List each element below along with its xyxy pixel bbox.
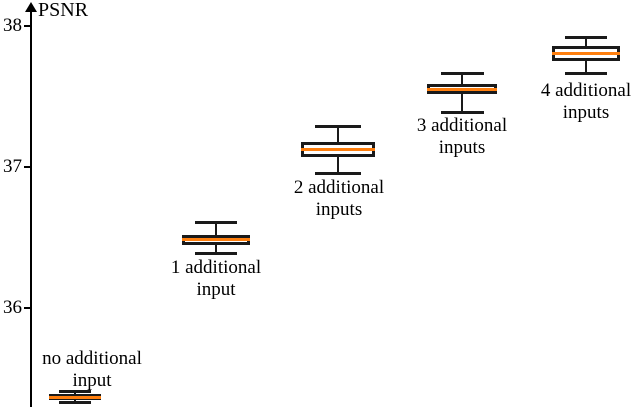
- lower-cap: [565, 71, 607, 75]
- upper-cap: [565, 36, 607, 40]
- lower-whisker: [461, 93, 463, 112]
- y-tick-label-36: 36: [3, 297, 22, 318]
- group-label-line1: 4 additional: [540, 80, 632, 101]
- y-tick-label-38: 38: [3, 15, 22, 36]
- median-line: [552, 51, 620, 55]
- upper-whisker: [585, 37, 587, 46]
- upper-cap: [59, 390, 91, 394]
- boxplot-3: [427, 0, 497, 407]
- upper-cap: [195, 220, 237, 224]
- median-line: [427, 88, 497, 92]
- lower-cap: [315, 171, 361, 175]
- lower-cap: [59, 401, 91, 405]
- upper-whisker: [215, 221, 217, 235]
- upper-whisker: [461, 72, 463, 84]
- group-label-line2: input: [196, 279, 236, 301]
- y-axis-line: [30, 10, 32, 407]
- lower-whisker: [337, 157, 339, 173]
- group-label-line1: 1 additional: [170, 257, 262, 278]
- y-tick-mark-37: [24, 166, 32, 168]
- lower-whisker: [585, 61, 587, 73]
- boxplot-1: [182, 0, 250, 407]
- upper-cap: [315, 125, 361, 129]
- y-tick-mark-36: [24, 307, 32, 309]
- boxplot-0: [49, 0, 101, 407]
- lower-cap: [440, 111, 484, 114]
- y-tick-label-37: 37: [3, 156, 22, 177]
- boxplot-4: [552, 0, 620, 407]
- group-label-line2: inputs: [562, 102, 610, 124]
- group-label-line2: inputs: [438, 137, 486, 159]
- y-axis-title: PSNR: [38, 0, 89, 21]
- group-label-line2: inputs: [315, 199, 363, 221]
- upper-whisker: [337, 126, 339, 142]
- median-line: [301, 147, 375, 151]
- median-line: [49, 395, 101, 399]
- group-label-line1: no additional: [42, 348, 142, 369]
- upper-cap: [440, 71, 484, 75]
- group-label-line1: 2 additional: [293, 177, 385, 198]
- boxplot-2: [301, 0, 375, 407]
- median-line: [182, 237, 250, 241]
- y-axis-arrow-icon: [25, 2, 37, 12]
- lower-cap: [195, 252, 237, 255]
- group-label-line2: input: [72, 370, 112, 392]
- y-tick-mark-38: [24, 25, 32, 27]
- lower-whisker: [74, 399, 76, 403]
- lower-whisker: [215, 244, 217, 253]
- group-label-line1: 3 additional: [416, 115, 508, 136]
